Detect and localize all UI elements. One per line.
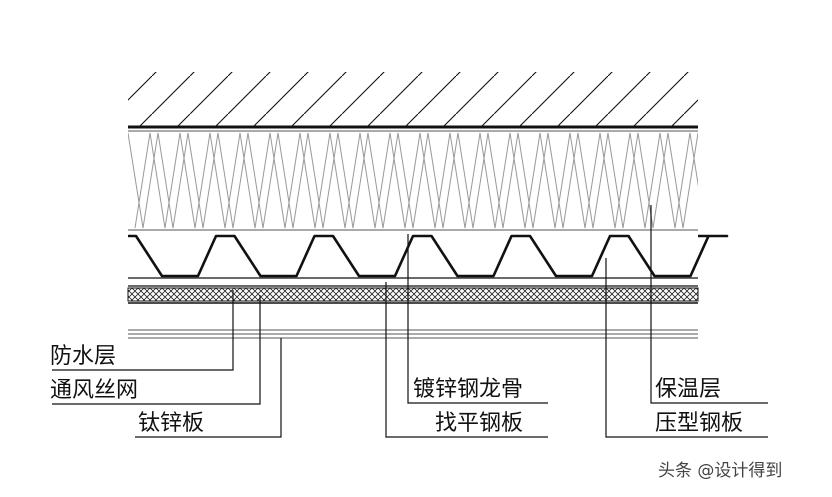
profiled-steel-deck: [128, 234, 729, 278]
leader-insulation: [650, 205, 768, 404]
label-waterproof-layer: 防水层: [50, 344, 116, 369]
label-ventilation-mesh: 通风丝网: [50, 378, 138, 403]
leader-mesh: [52, 295, 261, 405]
label-galvanized-steel-keel: 镀锌钢龙骨: [413, 377, 523, 402]
insulation-layer-fill: [128, 132, 698, 229]
label-insulation-layer: 保温层: [655, 377, 721, 402]
label-leveling-steel-plate: 找平钢板: [435, 411, 523, 436]
ventilation-mesh-band: [127, 287, 699, 302]
leader-titanium-zinc: [135, 338, 282, 438]
label-profiled-steel-plate: 压型钢板: [655, 411, 743, 436]
structure-hatch: [128, 72, 698, 126]
leader-keel: [407, 234, 548, 404]
watermark-text: 头条 @设计得到: [658, 461, 782, 481]
leader-profiled: [605, 258, 768, 438]
leader-waterproof: [52, 290, 234, 371]
leader-leveling: [385, 282, 548, 438]
label-titanium-zinc-plate: 钛锌板: [138, 411, 204, 436]
